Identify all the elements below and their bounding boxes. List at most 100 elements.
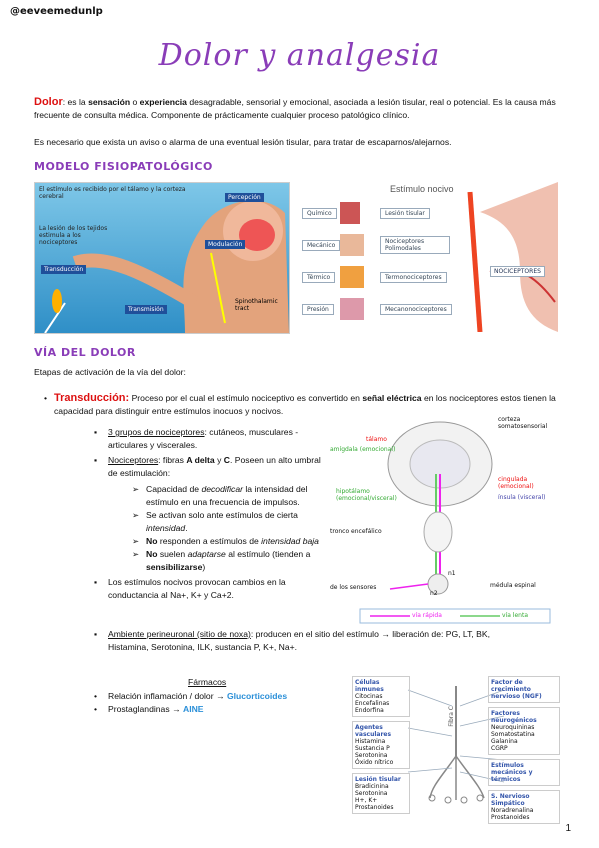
term-dolor: Dolor bbox=[34, 96, 63, 108]
label-amigdala: amígdala (emocional) bbox=[330, 446, 396, 453]
figure2-title: Estímulo nocivo bbox=[390, 184, 454, 194]
label-transmision: Transmisión bbox=[125, 305, 167, 314]
figure-pain-model: El estímulo es recibido por el tálamo y … bbox=[34, 182, 290, 334]
bold-text: señal eléctrica bbox=[362, 393, 422, 403]
section-heading-via: VÍA DEL DOLOR bbox=[34, 346, 136, 359]
fibra-group: Células inmunes Citocinas Encefalinas En… bbox=[352, 676, 410, 717]
stimulus-type: Mecánico bbox=[302, 240, 341, 251]
label-tronco: tronco encefálico bbox=[330, 528, 382, 535]
stimulus-row: Térmico Termonociceptores bbox=[300, 266, 450, 298]
text: . bbox=[185, 523, 188, 533]
fibra-group: Agentes vasculares Histamina Sustancia P… bbox=[352, 721, 410, 769]
label-transduccion: Transducción bbox=[41, 265, 87, 274]
fibra-item: Serotonina bbox=[355, 790, 388, 797]
fibra-item: Neuroquininas bbox=[491, 724, 535, 731]
text: desagradable, sensorial y emocional, aso… bbox=[34, 97, 556, 120]
figure-pain-pathway: tálamo corteza somatosensorial amígdala … bbox=[330, 414, 560, 626]
highlight-text: Glucorticoides bbox=[226, 691, 288, 701]
arrow-bullet: ➢ bbox=[132, 549, 140, 559]
fibra-group: Factores neurogénicos Neuroquininas Soma… bbox=[488, 707, 560, 755]
stimulus-type: Térmico bbox=[302, 272, 336, 283]
bold-text: No bbox=[146, 536, 158, 546]
bold-text: sensibilizarse bbox=[146, 562, 203, 572]
text: Proceso por el cual el estímulo nocicept… bbox=[129, 393, 363, 403]
stimulus-desc: Mecanonociceptores bbox=[380, 304, 452, 315]
italic-text: decodificar bbox=[201, 484, 243, 494]
label-n2: n2 bbox=[430, 590, 438, 597]
text: y bbox=[214, 455, 224, 465]
bold-text: C bbox=[223, 455, 230, 465]
stimulus-type: Químico bbox=[302, 208, 337, 219]
text: Los estímulos nocivos provocan cambios e… bbox=[108, 577, 286, 600]
fibra-group-title: Factores neurogénicos bbox=[491, 710, 537, 724]
figure-pain-model-art bbox=[44, 200, 289, 333]
farmacos-list: • Relación inflamación / dolor → Glucort… bbox=[94, 690, 338, 716]
arrow-bullet: ➢ bbox=[132, 536, 140, 546]
bullet: • bbox=[94, 691, 98, 701]
intro-paragraph: Dolor: es la sensación o experiencia des… bbox=[34, 96, 564, 122]
figure-caption: El estímulo es recibido por el tálamo y … bbox=[39, 186, 186, 200]
stimulus-row: Mecánico Nociceptores Polimodales bbox=[300, 234, 450, 266]
figure-side-text: La lesión de los tejidos estimula a los … bbox=[39, 225, 108, 246]
stimulus-desc: Nociceptores Polimodales bbox=[380, 236, 450, 254]
page-number: 1 bbox=[565, 823, 571, 834]
label-spinothalamic: Spinothalamic tract bbox=[235, 298, 278, 312]
label-nociceptores: NOCICEPTORES bbox=[490, 266, 545, 277]
underlined-text: Ambiente perineuronal (sitio de noxa) bbox=[108, 629, 251, 639]
text: Capacidad de bbox=[146, 484, 202, 494]
fibra-item: Somatostatina bbox=[491, 731, 535, 738]
text: Se activan solo ante estímulos de cierta bbox=[146, 510, 298, 520]
fibra-group-title: Estímulos mecánicos y térmicos bbox=[491, 762, 533, 783]
fibra-c-art bbox=[407, 686, 505, 804]
fibra-item: Encefalinas bbox=[355, 700, 390, 707]
bullet: • bbox=[94, 704, 98, 714]
list-item: ▪ Los estímulos nocivos provocan cambios… bbox=[94, 576, 328, 602]
text: . Poseen un alto umbral de estimulación: bbox=[108, 455, 321, 478]
label-insula: ínsula (visceral) bbox=[498, 494, 546, 501]
transduccion-paragraph: • Transducción: Proceso por el cual el e… bbox=[44, 392, 564, 418]
fibra-group-title: Lesión tisular bbox=[355, 776, 401, 783]
page-title: Dolor y analgesia bbox=[158, 38, 441, 73]
label-n1: n1 bbox=[448, 570, 456, 577]
stimulus-desc: Termonociceptores bbox=[380, 272, 447, 283]
fibra-item: Galanina bbox=[491, 738, 518, 745]
stimulus-desc: Lesión tisular bbox=[380, 208, 430, 219]
sub-list-item: ➢ No responden a estímulos de intensidad… bbox=[132, 535, 328, 548]
underlined-text: Nociceptores bbox=[108, 455, 159, 465]
fibra-item: H+, K+ bbox=[355, 797, 378, 804]
fibra-left-column: Células inmunes Citocinas Encefalinas En… bbox=[352, 676, 410, 814]
text: responden a estímulos de bbox=[157, 536, 262, 546]
fibra-item: CGRP bbox=[491, 745, 508, 752]
sub-list-item: ➢ Se activan solo ante estímulos de cier… bbox=[132, 509, 328, 535]
label-corteza: corteza somatosensorial bbox=[498, 416, 548, 430]
fibra-item: Endorfina bbox=[355, 707, 384, 714]
stimulus-row: Químico Lesión tisular bbox=[300, 202, 450, 234]
stimulus-image bbox=[340, 202, 360, 224]
text: la intensidad del estímulo en una frecue… bbox=[146, 484, 308, 507]
label-medula: médula espinal bbox=[490, 582, 536, 589]
label-sensores: de los sensores bbox=[330, 584, 377, 591]
text: : fibras bbox=[158, 455, 187, 465]
list-item-ambiente: ▪ Ambiente perineuronal (sitio de noxa):… bbox=[94, 628, 508, 654]
sub-list-item: ➢ No suelen adaptarse al estímulo (tiend… bbox=[132, 548, 328, 574]
bold-text: experiencia bbox=[139, 97, 187, 107]
stimulus-image bbox=[340, 234, 364, 256]
label-modulacion: Modulación bbox=[205, 240, 246, 249]
label-talamo: tálamo bbox=[366, 436, 387, 443]
bullet-dot: • bbox=[44, 393, 48, 403]
bullet: ▪ bbox=[94, 577, 98, 587]
label-percepcion: Percepción bbox=[225, 193, 264, 202]
section-heading-modelo: MODELO FISIOPATOLÓGICO bbox=[34, 160, 213, 173]
brain-art bbox=[359, 421, 551, 624]
text: : es la bbox=[62, 97, 89, 107]
text: al estímulo (tienden a bbox=[225, 549, 311, 559]
label-hipotalamo: hipotálamo (emocional/visceral) bbox=[336, 488, 397, 502]
arrow-bullet: ➢ bbox=[132, 510, 140, 520]
text: Prostaglandinas → bbox=[108, 704, 183, 714]
text: : cutáneos, musculares - articulares y v… bbox=[108, 427, 299, 450]
label-cingulada: cingulada (emocional) bbox=[498, 476, 534, 490]
fibra-item: Histamina bbox=[355, 738, 386, 745]
fibra-item: Citocinas bbox=[355, 693, 383, 700]
sub-list-item: ➢ Capacidad de decodificar la intensidad… bbox=[132, 483, 328, 509]
bold-text: No bbox=[146, 549, 158, 559]
